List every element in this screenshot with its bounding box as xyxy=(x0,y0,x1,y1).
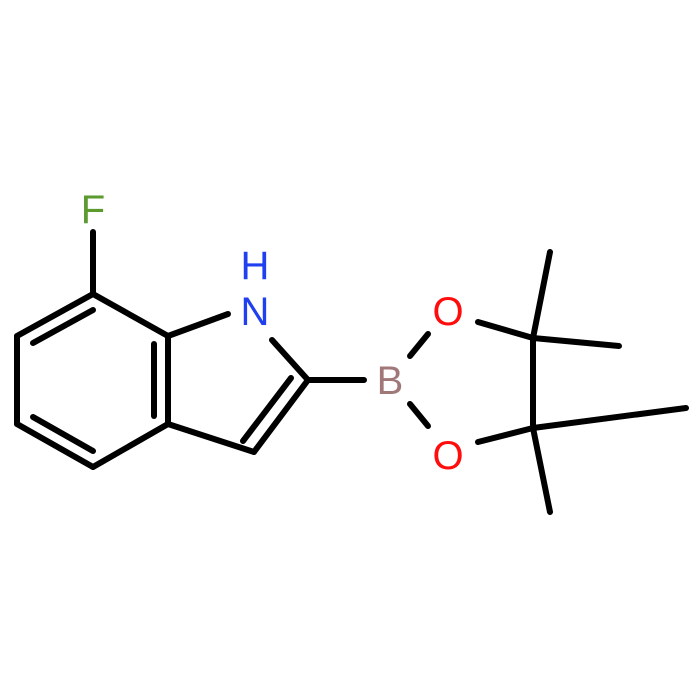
bond xyxy=(240,375,294,444)
bond xyxy=(530,425,553,515)
bond xyxy=(14,421,96,470)
bond xyxy=(530,249,553,341)
bond xyxy=(165,421,257,455)
bond xyxy=(530,405,689,431)
bond xyxy=(475,319,536,341)
atom-oxygen-top: O xyxy=(432,290,463,334)
atom-fluorine: F xyxy=(81,188,105,232)
bond xyxy=(14,291,96,339)
bond xyxy=(251,377,311,455)
atom-boron: B xyxy=(377,359,404,403)
bond xyxy=(407,331,431,359)
bond xyxy=(530,335,622,349)
bond xyxy=(269,337,311,383)
bond xyxy=(165,311,231,339)
bond xyxy=(407,401,431,429)
bond xyxy=(30,414,96,454)
bond xyxy=(90,421,171,470)
bond xyxy=(90,291,171,339)
atom-nitrogen: N xyxy=(241,290,270,334)
atom-oxygen-bottom: O xyxy=(432,434,463,478)
bond xyxy=(30,307,96,346)
atom-hydrogen: H xyxy=(241,244,270,288)
bond xyxy=(475,425,536,445)
